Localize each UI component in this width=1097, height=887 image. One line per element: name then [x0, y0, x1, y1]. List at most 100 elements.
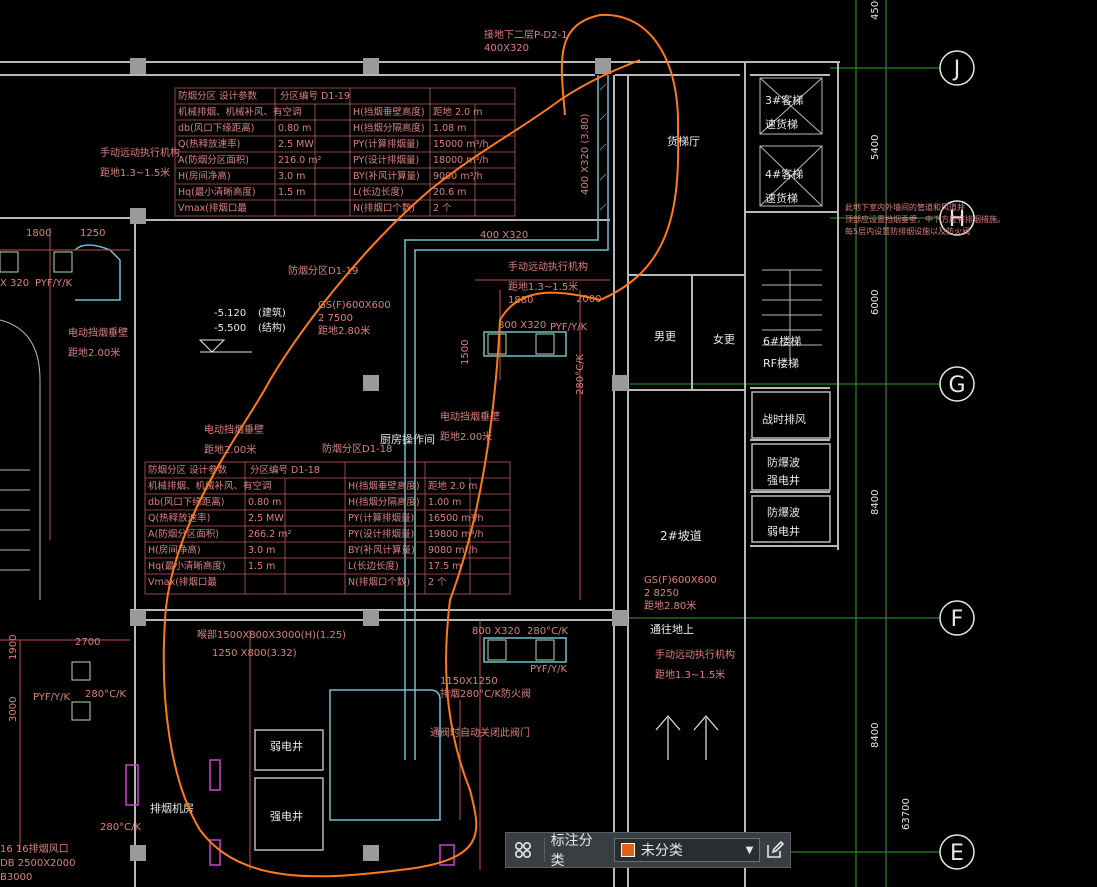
- note-pyf-1: PYF/Y/K: [550, 322, 588, 333]
- t18-r4c3: 9080 m³/h: [428, 545, 477, 556]
- note-gs2: GS(F)600X600: [644, 575, 717, 586]
- t18-r1c0: db(风口下缘距离): [148, 496, 224, 508]
- note-duct-1150: 1150X1250: [440, 676, 498, 687]
- room-wartime-exhaust: 战时排风: [762, 412, 806, 426]
- t19-r1c1: 0.80 m: [278, 123, 311, 134]
- note-left-320: X 320: [0, 278, 29, 289]
- weak-shaft-box: [254, 729, 324, 771]
- stair-6: [762, 269, 822, 360]
- t18-r5c0: Hq(最小清晰高度): [148, 560, 226, 572]
- note-280-2: 280°C/K: [85, 689, 126, 700]
- room-cargo-hall: 货梯厅: [667, 134, 700, 148]
- dim-5400: 5400: [870, 135, 881, 160]
- t18-r4c0: H(房间净高): [148, 544, 201, 556]
- note-manual-switch-3: 手动远动执行机构: [655, 648, 735, 661]
- t19-r1c0: db(风口下缘距离): [178, 122, 254, 134]
- note-electric-wall-1: 电动挡烟垂壁: [68, 326, 128, 339]
- t19-r2c1: 2.5 MW: [278, 139, 314, 150]
- grid-bubble-f: [939, 600, 975, 636]
- note-bottom-db: DB 2500X2000: [0, 858, 76, 869]
- level-arch: -5.120: [214, 308, 246, 319]
- room-blast-shaft1-b: 强电井: [767, 473, 800, 487]
- t19-r0c0: 机械排烟、机械补风、有空调: [178, 106, 302, 118]
- t19-r6c3: 2 个: [433, 203, 452, 214]
- t18-r5c3: 17.5 m: [428, 561, 461, 572]
- room-stair6: 6#楼梯: [763, 334, 801, 348]
- t19-r4c1: 3.0 m: [278, 171, 305, 182]
- stair-left: [0, 319, 41, 600]
- t19-r3c1: 216.0 m²: [278, 155, 321, 166]
- t19-r0c3: 距地 2.0 m: [433, 106, 482, 118]
- ramp-arrows: [655, 715, 719, 760]
- top-note-1: 接地下二层P-D2-1: [484, 28, 567, 41]
- t19-r5c1: 1.5 m: [278, 187, 305, 198]
- note-manual-dist-3: 距地1.3~1.5米: [655, 668, 725, 681]
- note-left-1800: 1800: [26, 228, 51, 239]
- level-struct: -5.500: [214, 323, 246, 334]
- t19-r1c3: 1.08 m: [433, 123, 466, 134]
- room-blast-shaft2-a: 防爆波: [767, 505, 800, 519]
- note-duct-1250: 1250 X800(3.32): [212, 648, 297, 659]
- t19-zone: 分区编号 D1-19: [280, 90, 350, 102]
- design-table-d1-18: [144, 461, 511, 595]
- grid-bubble-g: [939, 366, 975, 402]
- grid-label-h: H: [949, 207, 966, 232]
- t19-r3c0: A(防烟分区面积): [178, 154, 249, 166]
- walls: [0, 61, 840, 887]
- strong-shaft-box: [254, 777, 324, 851]
- t18-r6c0: Vmax(排烟口最: [148, 576, 217, 588]
- top-note-2: 400X320: [484, 43, 529, 54]
- room-blast-shaft1-a: 防爆波: [767, 455, 800, 469]
- note-gs1: GS(F)600X600: [318, 300, 391, 311]
- t18-r0c3: 距地 2.0 m: [428, 480, 477, 492]
- category-select[interactable]: 未分类 ▼: [613, 838, 761, 862]
- note-pyf-4: PYF/Y/K: [33, 692, 71, 703]
- room-to-ground: 通往地上: [650, 622, 694, 636]
- dim-8400-a: 8400: [870, 490, 881, 515]
- t18-r2c0: Q(热释放速率): [148, 512, 210, 524]
- t19-r4c2: BY(补风计算量): [353, 170, 420, 182]
- note-gs1-c: 距地2.80米: [318, 324, 370, 337]
- note-zone-d1-18: 防烟分区D1-18: [322, 442, 392, 455]
- room-kitchen: 厨房操作间: [380, 432, 435, 446]
- t18-r6c2: N(排烟口个数): [348, 576, 410, 588]
- note-dim-2700: 2700: [75, 637, 100, 648]
- note-pyf-3: PYF/Y/K: [35, 278, 73, 289]
- grid-bubble-e: [939, 834, 975, 870]
- t19-r4c3: 9000 m³/h: [433, 171, 482, 182]
- t18-r2c1: 2.5 MW: [248, 513, 284, 524]
- freehand-annotation[interactable]: [162, 13, 680, 878]
- note-right-3: 每5层内设置防排烟设施以及防火阀: [845, 226, 970, 236]
- t18-r1c1: 0.80 m: [248, 497, 281, 508]
- t18-r4c2: BY(补风计算量): [348, 544, 415, 556]
- note-fire-damper: 排烟280°C/K防火阀: [440, 687, 531, 700]
- t18-r3c1: 266.2 m²: [248, 529, 291, 540]
- toolbar-divider: [543, 838, 545, 862]
- grid-label-e: E: [950, 841, 964, 866]
- room-ramp: 2#坡道: [660, 529, 702, 543]
- t18-r1c3: 1.00 m: [428, 497, 461, 508]
- note-manual-switch-2: 手动远动执行机构: [508, 260, 588, 273]
- edit-icon[interactable]: [760, 835, 790, 865]
- room-elevator4-sub: 速货梯: [765, 191, 798, 205]
- grid-label-f: F: [951, 607, 964, 632]
- t18-r6c3: 2 个: [428, 577, 447, 588]
- room-weak-shaft: 弱电井: [270, 739, 303, 753]
- note-manual-dist-1: 距地1.3~1.5米: [100, 166, 170, 179]
- t19-r5c3: 20.6 m: [433, 187, 466, 198]
- note-electric-wall-1-dist: 距地2.00米: [68, 346, 120, 359]
- room-elevator3-sub: 速货梯: [765, 117, 798, 131]
- t19-r4c0: H(房间净高): [178, 170, 231, 182]
- note-dim-3000: 3000: [8, 697, 19, 722]
- caret-down-icon: ▼: [745, 844, 754, 856]
- note-electric-wall-2-dist: 距地2.00米: [204, 443, 256, 456]
- note-left-1250: 1250: [80, 228, 105, 239]
- note-gs2-b: 2 8250: [644, 588, 679, 599]
- t18-r3c2: PY(设计排烟量): [348, 528, 414, 540]
- t18-r2c2: PY(计算排烟量): [348, 512, 414, 524]
- grid-icon[interactable]: [506, 833, 540, 867]
- note-right-1: 此地下室内外墙间的管道和风道井: [845, 202, 965, 212]
- note-dim-1900: 1900: [8, 635, 19, 660]
- t18-r4c1: 3.0 m: [248, 545, 275, 556]
